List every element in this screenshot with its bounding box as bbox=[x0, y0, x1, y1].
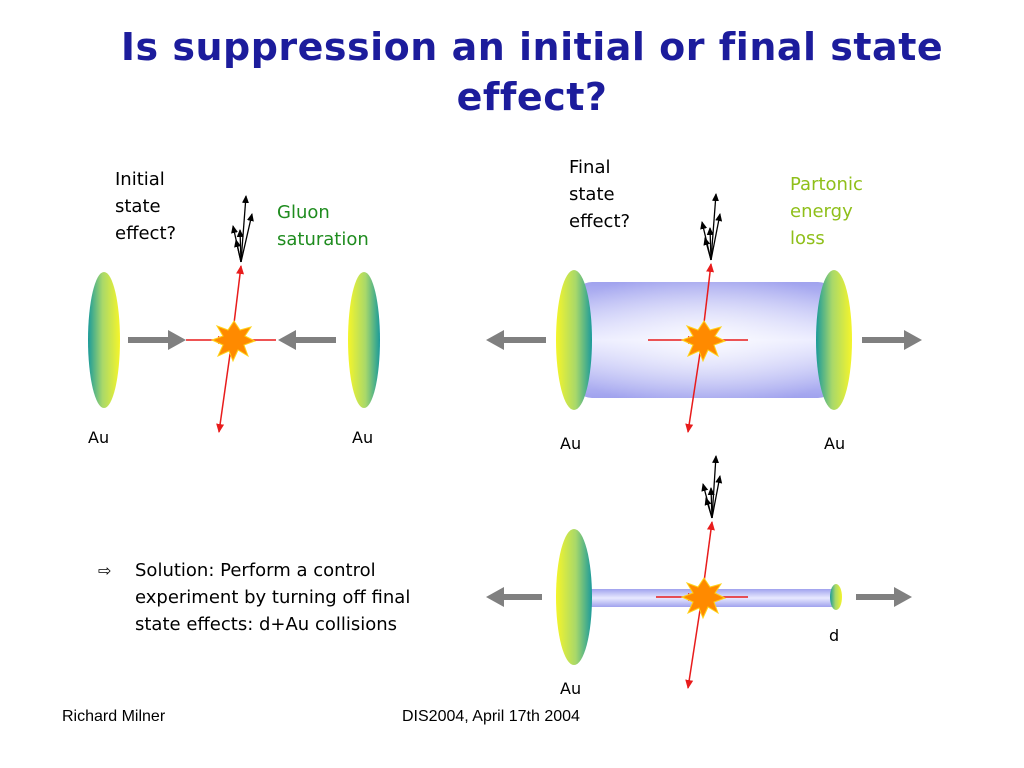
solution-line-3: state effects: d+Au collisions bbox=[135, 614, 398, 635]
initial-label-line-3: effect? bbox=[115, 223, 177, 244]
gluon-label-line-2: saturation bbox=[277, 229, 369, 250]
deuteron bbox=[830, 584, 842, 610]
final-label-line-2: state bbox=[569, 184, 615, 205]
collision-burst-icon bbox=[680, 320, 727, 363]
beam-arrow-out-left-icon bbox=[486, 330, 546, 350]
au-nucleus-left-1 bbox=[88, 272, 120, 408]
d-label: d bbox=[829, 626, 840, 645]
footer-event: DIS2004, April 17th 2004 bbox=[402, 708, 580, 725]
hollow-arrow-icon: ⇨ bbox=[98, 561, 112, 580]
initial-state-scene bbox=[88, 195, 380, 433]
initial-label-line-1: Initial bbox=[115, 169, 165, 190]
outgoing-jet-down bbox=[685, 596, 703, 689]
final-state-scene bbox=[486, 193, 922, 433]
solution-text: Solution: Perform a control experiment b… bbox=[135, 557, 495, 638]
au-label: Au bbox=[560, 434, 582, 453]
partonic-label-line-1: Partonic bbox=[790, 174, 863, 195]
collision-burst-icon bbox=[680, 577, 727, 620]
title-line-1: Is suppression an initial or final state bbox=[120, 25, 944, 69]
partonic-energy-loss-label: Partonic energy loss bbox=[790, 171, 863, 252]
final-state-label: Final state effect? bbox=[569, 154, 630, 235]
au-label: Au bbox=[560, 679, 582, 698]
initial-state-label: Initial state effect? bbox=[115, 166, 176, 247]
partonic-label-line-2: energy bbox=[790, 201, 853, 222]
beam-arrow-right-icon bbox=[128, 330, 186, 350]
beam-arrow-left-icon bbox=[278, 330, 336, 350]
initial-label-line-2: state bbox=[115, 196, 161, 217]
beam-arrow-out-right-icon bbox=[862, 330, 922, 350]
title-line-2: effect? bbox=[456, 75, 608, 119]
slide-title: Is suppression an initial or final state… bbox=[60, 22, 1004, 122]
au-nucleus-right-2 bbox=[816, 270, 852, 410]
solution-line-2: experiment by turning off final bbox=[135, 587, 411, 608]
hadron-spray-icon bbox=[231, 195, 254, 263]
gluon-label-line-1: Gluon bbox=[277, 202, 330, 223]
solution-line-1: Solution: Perform a control bbox=[135, 560, 376, 581]
au-label: Au bbox=[88, 428, 110, 447]
partonic-label-line-3: loss bbox=[790, 228, 825, 249]
au-label: Au bbox=[352, 428, 374, 447]
outgoing-jet-down bbox=[685, 339, 703, 433]
au-nucleus-left-2 bbox=[348, 272, 380, 408]
beam-arrow-out-right-icon bbox=[856, 587, 912, 607]
au-nucleus-dau bbox=[556, 529, 592, 665]
beam-arrow-out-left-icon bbox=[486, 587, 542, 607]
final-label-line-3: effect? bbox=[569, 211, 631, 232]
au-nucleus-right-1 bbox=[556, 270, 592, 410]
hadron-spray-icon bbox=[701, 455, 723, 519]
hadron-spray-icon bbox=[700, 193, 723, 261]
final-label-line-1: Final bbox=[569, 157, 611, 178]
gluon-saturation-label: Gluon saturation bbox=[277, 199, 369, 253]
dau-scene bbox=[486, 455, 912, 689]
outgoing-jet-down bbox=[216, 339, 233, 433]
collision-burst-icon bbox=[210, 320, 257, 363]
footer-author: Richard Milner bbox=[62, 708, 166, 725]
au-label: Au bbox=[824, 434, 846, 453]
